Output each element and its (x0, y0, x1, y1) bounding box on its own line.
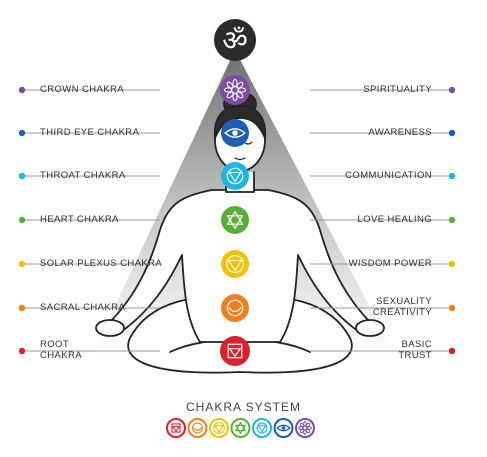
chakra-circle (220, 336, 250, 366)
right-dot (448, 172, 456, 180)
chakra-row-0 (18, 75, 456, 105)
crescent-icon (226, 299, 244, 317)
lotus-icon (298, 421, 312, 435)
legend-eye-chakra (273, 418, 294, 438)
chakra-name-line: THIRD EYE CHAKRA (40, 126, 140, 138)
left-dot (18, 216, 26, 224)
chakra-row-6 (18, 336, 456, 366)
chakra-meaning-label: LOVE HEALING (358, 214, 433, 225)
left-dot (18, 304, 26, 312)
chakra-meaning-line: WISDOM POWER (348, 257, 432, 269)
chakra-meaning-label: COMMUNICATION (345, 170, 432, 181)
chakra-name-line: HEART CHAKRA (40, 213, 119, 225)
right-dot (448, 260, 456, 268)
hexagram-icon (234, 421, 247, 435)
chakra-name-label: THIRD EYE CHAKRA (40, 127, 139, 138)
crescent-icon (192, 422, 204, 434)
om-symbol: ॐ (214, 19, 256, 61)
triangle-icon (213, 422, 225, 434)
chakra-meaning-line: AWARENESS (368, 126, 432, 138)
chakra-meaning-label: WISDOM POWER (349, 258, 432, 269)
chakra-meaning-line: TRUST (398, 350, 432, 361)
chakra-name-label: THROAT CHAKRA (40, 170, 126, 181)
diagram-title: CHAKRA SYSTEM (185, 400, 302, 414)
chakra-circle (221, 294, 249, 322)
throat-icon (226, 167, 244, 185)
left-dot (18, 172, 26, 180)
legend-hexagram-chakra (230, 418, 251, 438)
chakra-meaning-line: CREATIVITY (372, 307, 432, 318)
chakra-row-1 (18, 119, 456, 147)
legend-crescent-chakra (187, 418, 208, 438)
legend-triangle-chakra (209, 418, 229, 438)
left-dot (18, 129, 26, 137)
chakra-row-5 (18, 294, 456, 322)
triangle-icon (226, 255, 244, 273)
chakra-meaning-label: AWARENESS (368, 127, 432, 138)
chakra-name-line: CROWN CHAKRA (40, 83, 124, 95)
chakra-circle (221, 206, 249, 234)
chakra-meaning-line: BASIC (401, 339, 432, 350)
chakra-name-label: HEART CHAKRA (40, 214, 119, 225)
legend-lotus-chakra (295, 418, 315, 438)
chakra-meaning-label: SPIRITUALITY (363, 84, 432, 95)
right-dot (448, 216, 456, 224)
left-dot (18, 347, 26, 355)
chakra-name-line: SACRAL CHAKRA (40, 301, 126, 313)
chakra-name-line: CHAKRA (40, 350, 82, 361)
chakra-row-3 (18, 206, 456, 234)
chakra-name-label: SOLAR PLEXUS CHAKRA (40, 258, 162, 269)
chakra-meaning-line: LOVE HEALING (357, 213, 432, 225)
svg-text:ॐ: ॐ (222, 24, 248, 57)
chakra-circle (221, 162, 249, 190)
chakra-name-line: ROOT (40, 339, 70, 350)
chakra-circle (221, 250, 249, 278)
eye-icon (276, 424, 291, 432)
chakra-name-line: SOLAR PLEXUS CHAKRA (40, 257, 163, 269)
right-dot (448, 347, 456, 355)
chakra-row-2 (18, 162, 456, 190)
legend-square-chakra (166, 418, 186, 438)
square-icon (227, 343, 243, 359)
hair (214, 105, 266, 139)
right-dot (448, 129, 456, 137)
right-dot (448, 304, 456, 312)
chakra-name-label: SACRAL CHAKRA (40, 302, 125, 313)
chakra-name-line: THROAT CHAKRA (40, 169, 126, 181)
chakra-circle (221, 119, 249, 147)
mouth (234, 157, 246, 161)
right-dot (448, 86, 456, 94)
lotus-icon (224, 79, 246, 101)
right-hand (355, 319, 385, 337)
throat-icon (256, 422, 268, 434)
eye-icon (224, 128, 246, 138)
chakra-meaning-line: COMMUNICATION (345, 169, 432, 181)
chakra-circle (220, 75, 250, 105)
left-dot (18, 260, 26, 268)
chakra-meaning-line: SPIRITUALITY (363, 83, 432, 95)
left-hand (95, 319, 125, 337)
chakra-meaning-line: SEXUALITY (376, 296, 432, 307)
square-icon (171, 423, 181, 433)
legend-throat-chakra (252, 418, 272, 438)
chakra-row-4 (18, 250, 456, 278)
hexagram-icon (226, 210, 244, 230)
left-dot (18, 86, 26, 94)
chakra-name-label: CROWN CHAKRA (40, 84, 124, 95)
